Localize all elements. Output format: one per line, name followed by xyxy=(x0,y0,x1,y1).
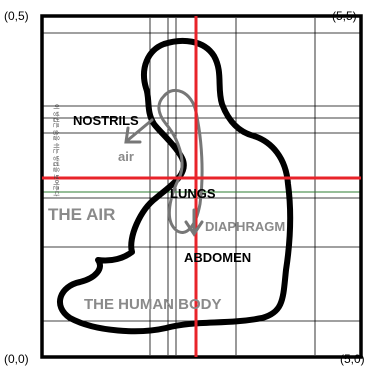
corner-label-top-left: (0,5) xyxy=(4,9,29,23)
vertical-annotation-text: 이 방법은 숨을 쉬는 방법을 보여준다 xyxy=(52,104,60,197)
label-the-air: THE AIR xyxy=(48,205,115,224)
label-human-body: THE HUMAN BODY xyxy=(84,296,222,313)
label-air: air xyxy=(118,149,134,164)
corner-label-bottom-left: (0,0) xyxy=(4,352,29,366)
label-nostrils: NOSTRILS xyxy=(73,113,139,128)
label-lungs: LUNGS xyxy=(170,186,216,201)
label-abdomen: ABDOMEN xyxy=(184,250,251,265)
label-diaphragm: DIAPHRAGM xyxy=(205,219,285,234)
